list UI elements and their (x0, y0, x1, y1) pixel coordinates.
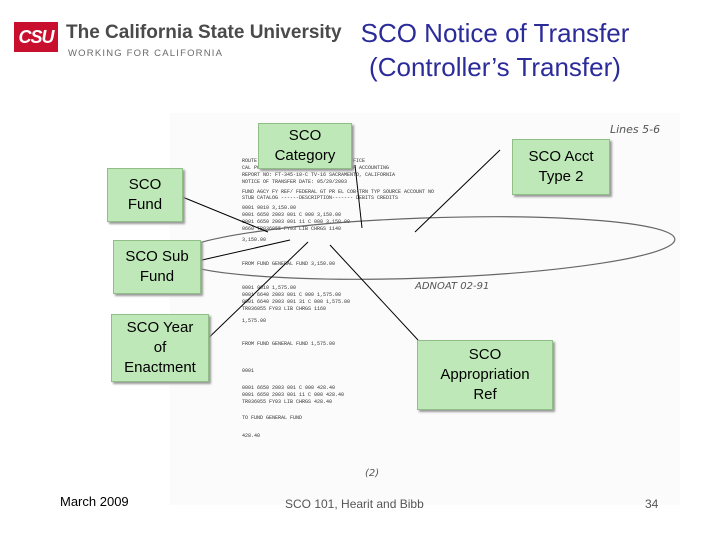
csu-logo-mark: CSU (14, 22, 58, 52)
scan-text-line: 0001 6650 2003 001 11 C 000 3,150.00 (242, 219, 351, 225)
slide-title: SCO Notice of Transfer (Controller’s Tra… (330, 16, 660, 84)
logo-subtitle: WORKING FOR CALIFORNIA (68, 48, 224, 59)
scan-text-line: STUB CATALOG ------DESCRIPTION------- DE… (242, 195, 399, 201)
slide-title-line-2: (Controller’s Transfer) (369, 52, 621, 82)
scan-text-line: REPORT NO: FT-345-10-C TV-16 SACRAMENTO,… (242, 172, 396, 178)
callout-text: Category (274, 147, 336, 164)
scan-text-line: 428.40 (242, 433, 261, 439)
scan-text-line: 0001 6650 2003 001 C 000 428.40 (242, 385, 336, 391)
callout-text: Fund (127, 196, 163, 213)
scan-text-line: 0001 6650 2003 001 11 C 000 428.40 (242, 392, 345, 398)
callout-sco-year-of-enactment: SCO Year of Enactment (111, 314, 209, 382)
scan-text-line: 0660 TR036055 FY03 LIB CHRGS 1140 (242, 226, 342, 232)
logo-title: The California State University (66, 22, 342, 43)
scan-text-line: TO FUND GENERAL FUND (242, 415, 303, 421)
scan-text-line: 0001 9010 3,150.00 (242, 205, 297, 211)
scan-text-line: FUND AGCY FY REF/ FEDERAL GT PR EL COB-T… (242, 189, 435, 195)
csu-logo: CSU The California State University WORK… (10, 10, 342, 60)
scan-text-line: 0001 (242, 368, 255, 374)
callout-text: Appropriation (440, 366, 530, 383)
callout-text: SCO Acct (528, 148, 594, 165)
scan-text-line: NOTICE OF TRANSFER DATE: 05/29/2003 (242, 179, 348, 185)
footer-page-number: 34 (645, 497, 659, 511)
callout-sco-fund: SCO Fund (107, 168, 183, 222)
footer-date: March 2009 (60, 494, 129, 509)
callout-text: Enactment (124, 359, 196, 376)
callout-text: Type 2 (538, 168, 584, 185)
callout-text: SCO (468, 346, 502, 363)
callout-text: of (153, 339, 167, 356)
handwritten-lines-note: Lines 5-6 (610, 123, 661, 136)
callout-text: SCO (288, 127, 322, 144)
callout-sco-sub-fund: SCO Sub Fund (113, 240, 201, 294)
callout-sco-category: SCO Category (258, 123, 352, 169)
slide-title-line-1: SCO Notice of Transfer (360, 18, 630, 48)
callout-sco-acct-type: SCO Acct Type 2 (512, 139, 610, 195)
callout-text: Fund (139, 268, 175, 285)
callout-sco-appropriation-ref: SCO Appropriation Ref (417, 340, 553, 410)
scan-text-line: TR036055 FY03 LIB CHRGS 428.40 (242, 399, 333, 405)
callout-text: Ref (473, 386, 497, 403)
scan-text-line: 0001 6650 2003 001 C 000 3,150.00 (242, 212, 342, 218)
callout-text: SCO (128, 176, 162, 193)
callout-text: SCO Sub (125, 248, 189, 265)
callout-text: SCO Year (126, 319, 194, 336)
footer-presenter: SCO 101, Hearit and Bibb (285, 497, 424, 511)
handwritten-adnoat-note: ADNOAT 02-91 (415, 281, 490, 292)
handwritten-page-mark: (2) (365, 468, 380, 479)
